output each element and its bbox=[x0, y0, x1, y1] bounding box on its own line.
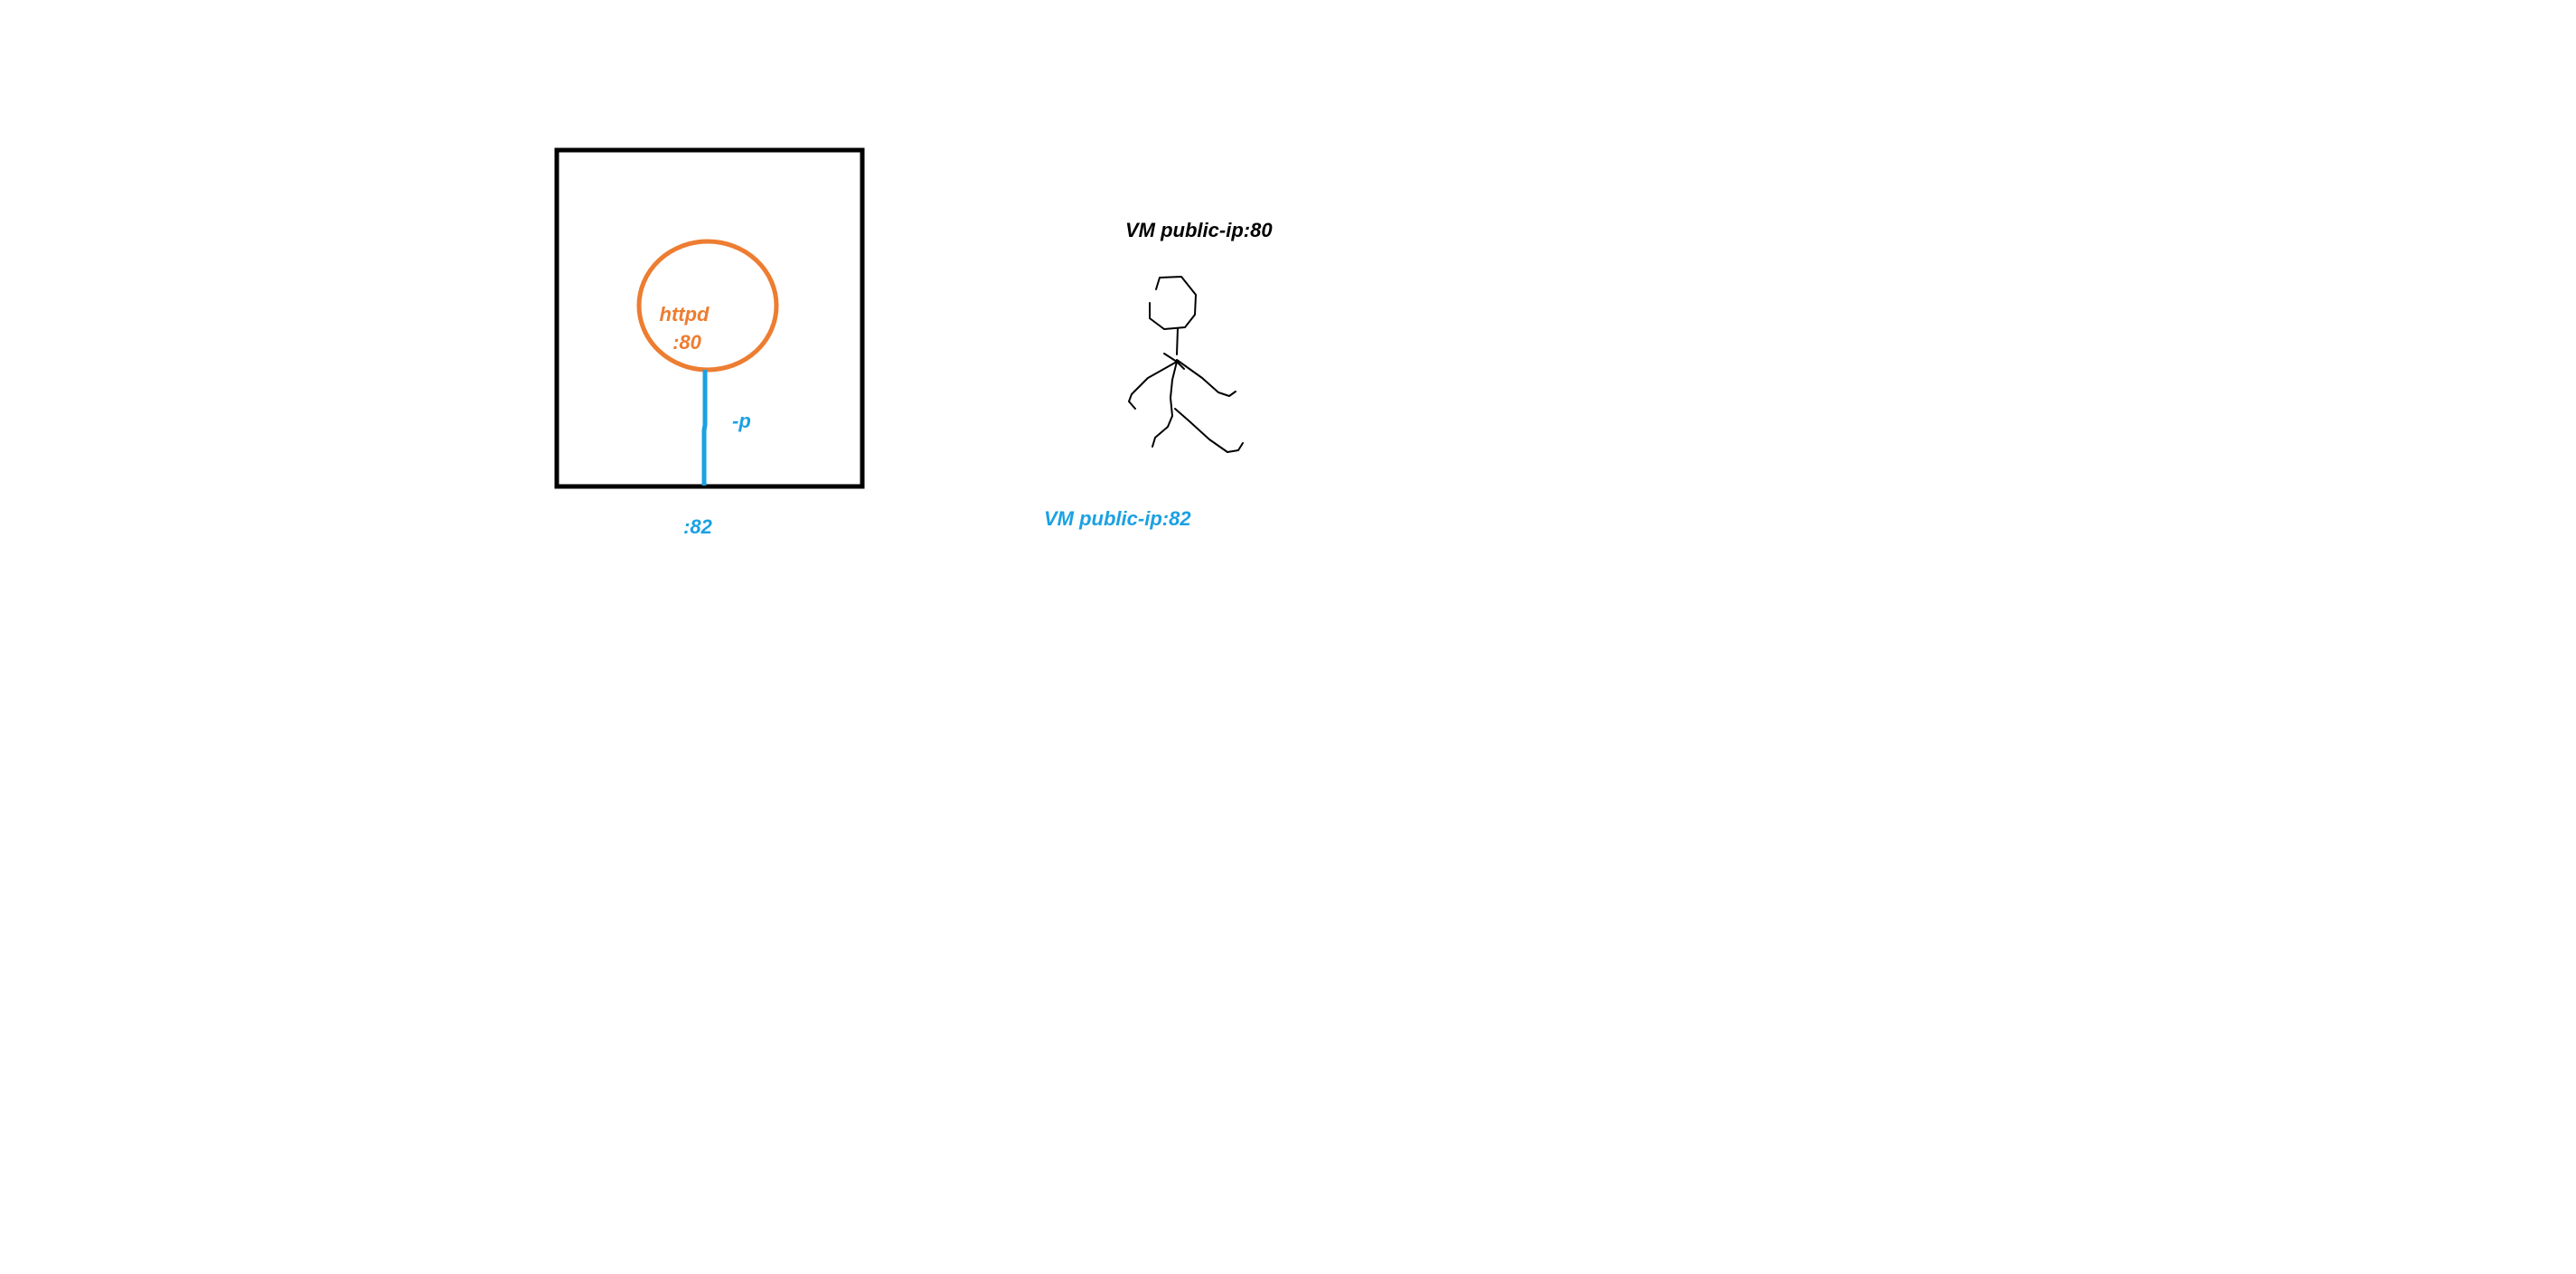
host-port-label: :82 bbox=[683, 515, 713, 538]
container-name-label: httpd bbox=[660, 303, 710, 326]
container-port-label: :80 bbox=[672, 331, 702, 354]
httpd-container-circle bbox=[636, 239, 779, 373]
stick-figure-person-icon bbox=[1128, 276, 1244, 453]
vm-host-box bbox=[554, 147, 865, 489]
vm-public-ip-80-label: VM public-ip:80 bbox=[1125, 219, 1273, 241]
publish-flag-label: -p bbox=[732, 410, 751, 432]
vm-public-ip-82-label: VM public-ip:82 bbox=[1044, 507, 1191, 530]
port-mapping-line bbox=[701, 370, 708, 486]
